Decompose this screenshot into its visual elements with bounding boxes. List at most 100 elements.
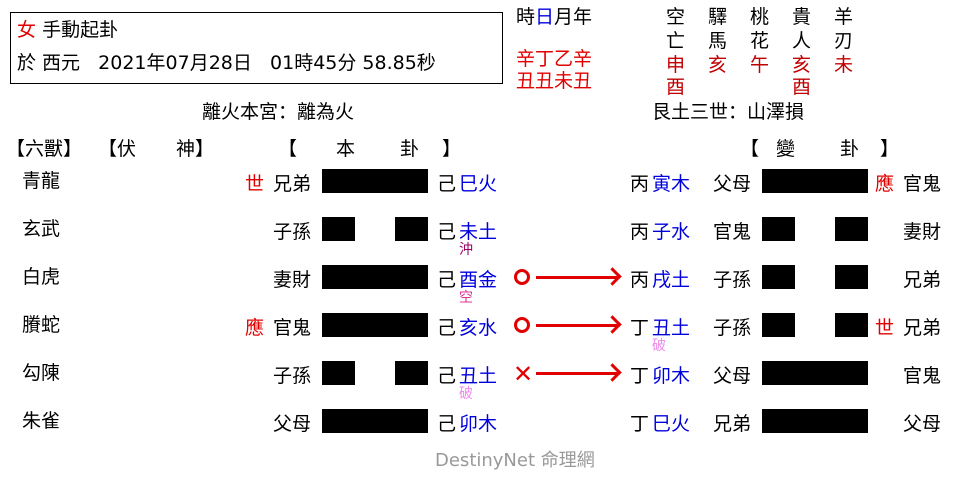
header-chg-1: 變	[776, 138, 796, 160]
orig-stem: 己	[437, 269, 457, 291]
orig-yin-line	[322, 361, 428, 385]
original-hexagram-title: 離火本宮：離為火	[202, 101, 355, 123]
shensha-name: 羊	[834, 6, 854, 28]
shensha-name: 刃	[834, 30, 854, 52]
header-hidden: 【伏	[98, 138, 137, 160]
orig-branch: 丑土	[459, 365, 498, 387]
moving-yang-circle-icon	[514, 317, 530, 333]
chg-hidden-relative: 兄弟	[903, 269, 942, 291]
orig-relative: 兄弟	[273, 173, 312, 195]
chg-hidden-relative: 官鬼	[903, 365, 942, 387]
chg-yang-line	[762, 361, 868, 385]
chg-relative: 父母	[713, 173, 752, 195]
shensha-name: 馬	[708, 30, 728, 52]
date-prefix: 於 西元	[17, 52, 81, 74]
orig-world-mark: 世	[245, 173, 265, 195]
chg-branch: 巳火	[652, 413, 691, 435]
chg-branch: 卯木	[652, 365, 691, 387]
shensha-name: 空	[666, 6, 686, 28]
changed-hexagram-title: 艮土三世：山澤損	[652, 101, 805, 123]
shensha-value: 亥	[708, 54, 728, 76]
chg-branch: 戌土	[652, 269, 691, 291]
chg-hidden-relative: 兄弟	[903, 317, 942, 339]
chg-hidden-relative: 官鬼	[903, 173, 942, 195]
shensha-name: 花	[750, 30, 770, 52]
orig-relative: 妻財	[273, 269, 312, 291]
shensha-value: 酉	[666, 76, 686, 98]
info-line-2: 於 西元 2021年07月28日 01時45分 58.85秒	[17, 54, 436, 73]
orig-stem: 己	[437, 221, 457, 243]
shensha-value: 申	[666, 54, 686, 76]
chg-relative: 子孫	[713, 269, 752, 291]
chg-stem: 丙	[630, 269, 650, 291]
orig-stem: 己	[437, 317, 457, 339]
chg-note: 破	[652, 338, 666, 354]
header-beasts: 【六獸】	[6, 138, 83, 160]
header-orig-close: 】	[442, 138, 462, 160]
orig-stem: 己	[437, 173, 457, 195]
shensha-name: 人	[792, 30, 812, 52]
chg-yang-line	[762, 169, 868, 193]
orig-yang-line	[322, 313, 428, 337]
chg-yang-line	[762, 409, 868, 433]
header-chg-close: 】	[880, 138, 900, 160]
orig-note: 空	[459, 290, 473, 306]
pillar-branches: 丑丑未丑	[516, 70, 593, 92]
time: 01時45分 58.85秒	[270, 52, 436, 74]
orig-relative: 子孫	[273, 365, 312, 387]
orig-world-mark: 應	[245, 317, 265, 339]
moving-yin-cross-icon: ✕	[513, 360, 534, 388]
header-chg-open: 【	[740, 138, 760, 160]
orig-branch: 巳火	[459, 173, 498, 195]
shensha-value: 未	[834, 54, 854, 76]
chg-relative: 兄弟	[713, 413, 752, 435]
six-beast: 勾陳	[22, 362, 61, 384]
chg-world-mark: 應	[875, 173, 895, 195]
orig-yang-line	[322, 169, 428, 193]
orig-stem: 己	[437, 413, 457, 435]
pillar-stems: 辛丁乙辛	[516, 48, 593, 70]
orig-branch: 酉金	[459, 269, 498, 291]
chg-stem: 丁	[630, 413, 650, 435]
pillar-day: 日	[535, 6, 555, 28]
shensha-name: 貴	[792, 6, 812, 28]
chg-yin-line	[762, 265, 868, 289]
chg-branch: 子水	[652, 221, 691, 243]
orig-relative: 官鬼	[273, 317, 312, 339]
change-arrow-icon	[536, 324, 618, 327]
orig-note: 沖	[459, 242, 473, 258]
chg-stem: 丙	[630, 221, 650, 243]
shensha-value: 酉	[792, 76, 812, 98]
six-beast: 朱雀	[22, 410, 61, 432]
header-chg-2: 卦	[840, 138, 860, 160]
chg-hidden-relative: 妻財	[903, 221, 942, 243]
chg-stem: 丁	[630, 317, 650, 339]
six-beast: 玄武	[22, 218, 61, 240]
shensha-value: 午	[750, 54, 770, 76]
header-orig-1: 本	[336, 138, 356, 160]
orig-note: 破	[459, 386, 473, 402]
pillar-header: 時日月年	[516, 8, 592, 27]
six-beast: 青龍	[22, 170, 61, 192]
orig-branch: 卯木	[459, 413, 498, 435]
chg-branch: 寅木	[652, 173, 691, 195]
orig-yin-line	[322, 217, 428, 241]
header-orig-open: 【	[278, 138, 298, 160]
pillar-hour: 時	[516, 6, 536, 28]
chg-stem: 丙	[630, 173, 650, 195]
chg-relative: 子孫	[713, 317, 752, 339]
gender: 女	[17, 19, 37, 41]
change-arrow-icon	[536, 372, 618, 375]
header-orig-2: 卦	[400, 138, 420, 160]
chg-hidden-relative: 父母	[903, 413, 942, 435]
info-line-1: 女 手動起卦	[17, 21, 118, 40]
info-box: 女 手動起卦 於 西元 2021年07月28日 01時45分 58.85秒	[10, 12, 503, 84]
pillar-year: 年	[573, 6, 593, 28]
method: 手動起卦	[42, 19, 119, 41]
orig-yang-line	[322, 409, 428, 433]
chg-world-mark: 世	[875, 317, 895, 339]
shensha-name: 桃	[750, 6, 770, 28]
chg-yin-line	[762, 217, 868, 241]
orig-relative: 父母	[273, 413, 312, 435]
pillar-month: 月	[554, 6, 574, 28]
